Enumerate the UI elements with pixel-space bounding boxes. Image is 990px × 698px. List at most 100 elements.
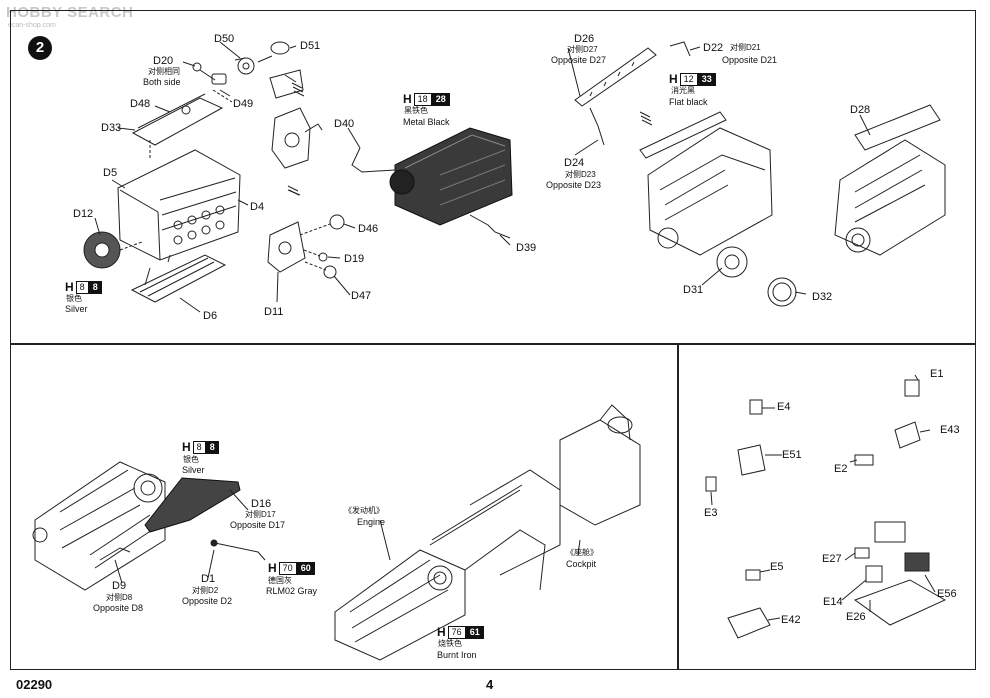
part-silver-engine-bottom: [32, 461, 166, 591]
part-d28-engine: [834, 104, 946, 256]
paint-silver-1-en: Silver: [65, 304, 88, 314]
part-d50: [237, 57, 255, 75]
label-d48: D48: [130, 98, 151, 110]
bottom-left-panel: [10, 344, 678, 670]
paint-num-2: 33: [697, 72, 716, 86]
paint-num-1: 18: [413, 92, 432, 106]
label-d9: D9: [112, 580, 127, 592]
step-number: 2: [28, 36, 52, 60]
part-d46: [329, 214, 345, 230]
part-e5: [745, 569, 761, 581]
part-d1: [214, 542, 266, 561]
label-d12: D12: [73, 208, 94, 220]
part-d20b: [211, 73, 227, 85]
label-d49: D49: [233, 98, 254, 110]
label-d16: D16: [251, 498, 272, 510]
label-d50: D50: [214, 33, 235, 45]
paint-h: H: [268, 561, 277, 575]
label-e2: E2: [834, 463, 848, 475]
part-d31: [716, 246, 748, 278]
watermark-sub: ecan-shop.com: [8, 22, 56, 29]
paint-num-2: 28: [431, 92, 450, 106]
label-d24-cn: 对侧D23: [565, 170, 596, 179]
part-d32: [767, 277, 797, 307]
label-d32: D32: [812, 291, 833, 303]
paint-num-2: 60: [296, 561, 315, 575]
paint-code-burnt-iron: H 76 61: [437, 625, 484, 639]
label-d47: D47: [351, 290, 372, 302]
watermark: HOBBY SEARCH: [6, 4, 134, 21]
part-silver-engine: [639, 111, 773, 256]
paint-num-1: 12: [679, 72, 698, 86]
label-d26-en: Opposite D27: [551, 55, 607, 65]
paint-h: H: [65, 280, 74, 294]
part-d24: [589, 107, 605, 146]
label-d22-cn: 对侧D21: [730, 43, 761, 52]
paint-rlm02-cn: 德国灰: [268, 576, 292, 585]
paint-h: H: [403, 92, 412, 106]
label-d33: D33: [101, 122, 122, 134]
part-d16: [144, 477, 241, 533]
label-d31: D31: [683, 284, 704, 296]
paint-rlm02-en: RLM02 Gray: [266, 586, 318, 596]
paint-h: H: [182, 440, 191, 454]
label-d9-en: Opposite D8: [93, 603, 144, 613]
part-d22: [669, 41, 691, 57]
part-e27: [854, 547, 870, 559]
part-d40: [351, 147, 396, 173]
label-d22-en: Opposite D21: [722, 55, 778, 65]
paint-num-1: 70: [278, 561, 297, 575]
label-e1: E1: [930, 368, 944, 380]
paint-num-1: 8: [192, 440, 206, 454]
part-d49: [269, 69, 304, 99]
paint-h: H: [669, 72, 678, 86]
paint-metal-black-cn: 黑铁色: [404, 106, 428, 115]
part-d39: [469, 214, 511, 239]
part-d47: [323, 265, 337, 279]
label-d11: D11: [264, 306, 284, 318]
part-d5: [117, 149, 241, 261]
label-e3: E3: [704, 507, 718, 519]
label-d4: D4: [250, 201, 265, 213]
part-d9: [99, 547, 131, 561]
part-e43: [894, 421, 921, 449]
paint-num-1: 8: [75, 280, 89, 294]
paint-num-1: 76: [447, 625, 466, 639]
label-d39: D39: [516, 242, 537, 254]
paint-flat-black-en: Flat black: [669, 97, 708, 107]
label-d6: D6: [203, 310, 218, 322]
part-metal-black-engine: [389, 127, 513, 226]
paint-silver-1-cn: 银色: [66, 294, 82, 303]
top-panel: [10, 10, 976, 344]
label-d40: D40: [334, 118, 355, 130]
label-e27: E27: [822, 553, 842, 565]
part-d12: [83, 231, 143, 269]
part-d20: [192, 62, 202, 72]
label-engine-cn: 《发动机》: [344, 506, 384, 515]
part-cockpit-assembly: [334, 404, 641, 661]
page-number: 4: [486, 677, 494, 692]
paint-num-2: 8: [205, 440, 219, 454]
paint-flat-black-cn: 消光黑: [671, 86, 695, 95]
paint-code-flat-black: H 12 33: [669, 72, 716, 86]
label-d16-cn: 对侧D17: [245, 510, 276, 519]
paint-silver-2-en: Silver: [182, 465, 205, 475]
part-e2: [854, 454, 874, 466]
label-e43: E43: [940, 424, 960, 436]
label-e14: E14: [823, 596, 843, 608]
label-d26: D26: [574, 33, 595, 45]
part-e4: [749, 399, 763, 415]
label-e56: E56: [937, 588, 957, 600]
label-d20-en: Both side: [143, 77, 181, 87]
label-d28: D28: [850, 104, 871, 116]
part-e1: [904, 379, 920, 397]
paint-silver-2-cn: 银色: [183, 455, 199, 464]
paint-code-silver-1: H 8 8: [65, 280, 102, 294]
part-radio-box: [874, 521, 906, 543]
label-cockpit-cn: 《座舱》: [566, 548, 598, 557]
label-d46: D46: [358, 223, 379, 235]
part-e56-box: [904, 552, 930, 572]
paint-h: H: [437, 625, 446, 639]
paint-burnt-iron-cn: 烧铁色: [438, 639, 462, 648]
